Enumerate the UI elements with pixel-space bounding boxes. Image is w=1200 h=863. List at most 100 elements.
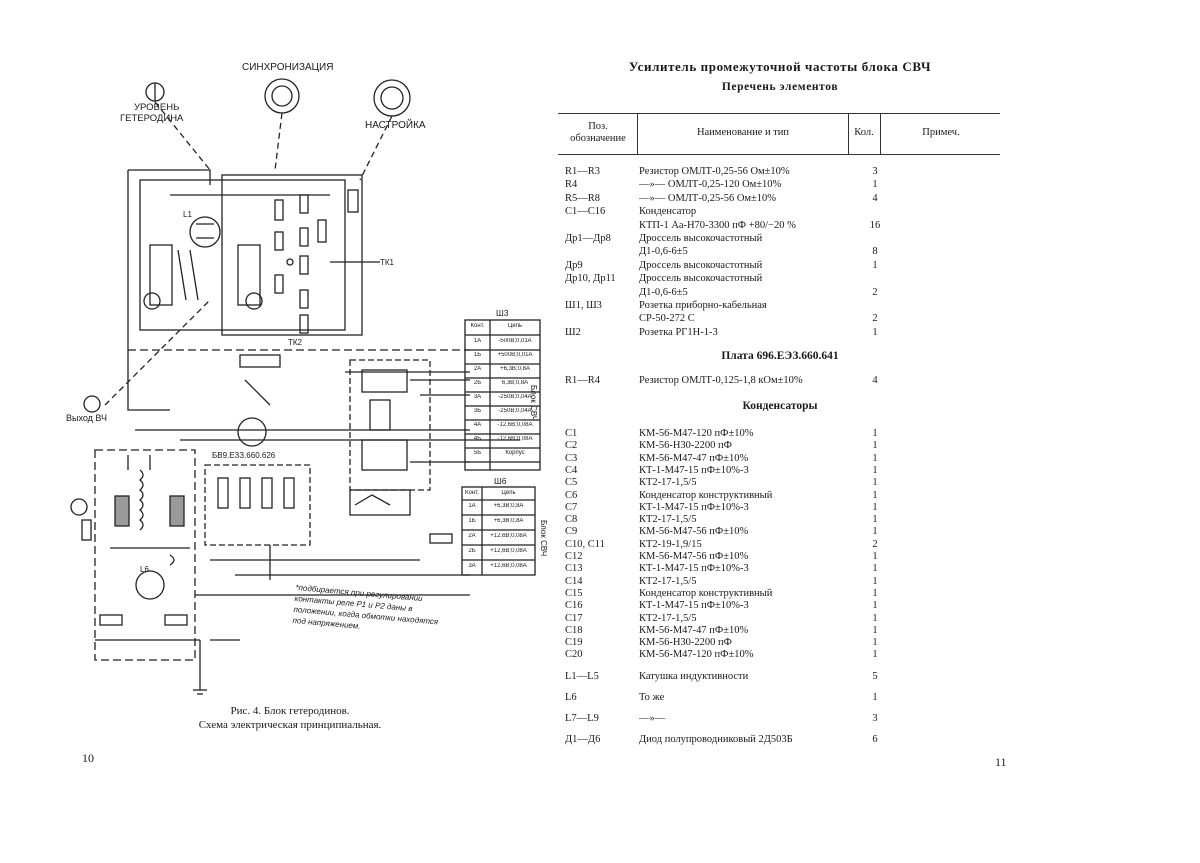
cell-name: КТ-1-М47-15 пФ±10%-3 [639, 599, 854, 612]
cell-name: СР-50-272 С [639, 312, 854, 325]
cell-qty: 1 [865, 612, 885, 625]
cell-name: Резистор ОМЛТ-0,25-56 Ом±10% [639, 165, 854, 178]
connector-cell: +12,6В;0,08А [482, 548, 535, 554]
table-row: R4—»— ОМЛТ-0,25-120 Ом±10%1 [565, 178, 1005, 192]
cell-position: C1 [565, 427, 639, 440]
cell-qty: 1 [865, 476, 885, 489]
sync-knob-icon [265, 79, 299, 113]
table-row: Д1-0,6-6±58 [565, 245, 1005, 259]
cell-position: L1—L5 [565, 670, 639, 683]
table-row: C20КМ-56-М47-120 пФ±10%1 [565, 648, 1005, 662]
cell-name: Конденсатор конструктивный [639, 587, 854, 600]
connector-cell: Корпус [490, 450, 540, 456]
section-caps-heading: Конденсаторы [560, 400, 1000, 412]
level-label-line2: ГЕТЕРОДИНА [120, 113, 183, 124]
page-subtitle: Перечень элементов [560, 81, 1000, 93]
tune-knob-icon [374, 80, 410, 116]
table-row: L7—L9—»—3 [565, 712, 1005, 726]
table-row: Ш1, Ш3Розетка приборно-кабельная [565, 299, 1005, 313]
cell-qty: 1 [865, 525, 885, 538]
cell-position: Др10, Др11 [565, 272, 639, 285]
table-row: L6То же1 [565, 691, 1005, 705]
cell-name: КМ-56-М47-47 пФ±10% [639, 452, 854, 465]
cell-position: Др9 [565, 259, 639, 272]
connector-cell: 1А [465, 338, 490, 344]
cell-qty: 1 [865, 259, 885, 272]
cell-qty: 1 [865, 427, 885, 440]
cell-position: C2 [565, 439, 639, 452]
rf-input-connector-icon [71, 499, 87, 515]
connector-cell: +500В;0,01А [490, 352, 540, 358]
cell-name: Конденсатор [639, 205, 854, 218]
cell-position: C10, C11 [565, 538, 639, 551]
cell-position: R5—R8 [565, 192, 639, 205]
output-label: Выход ВЧ [66, 413, 107, 423]
col-header-position-line2: обозначение [560, 133, 636, 145]
figure-caption-line2: Схема электрическая принципиальная. [125, 719, 455, 731]
cell-qty: 1 [865, 326, 885, 339]
block-svch-label-2: Блок СВЧ [539, 520, 548, 556]
connector-cell: -500В;0,01А [490, 338, 540, 344]
table-row: Ш2Розетка РГ1Н-1-31 [565, 326, 1005, 340]
table-row: C1—C16Конденсатор [565, 205, 1005, 219]
connector-cell: 3А [462, 563, 482, 569]
cell-name: Катушка индуктивности [639, 670, 854, 683]
tk1-label: ТК1 [380, 258, 394, 267]
cell-qty: 1 [865, 648, 885, 661]
cell-position: C17 [565, 612, 639, 625]
tune-label: НАСТРОЙКА [365, 120, 426, 131]
cell-qty: 1 [865, 587, 885, 600]
cell-position: C19 [565, 636, 639, 649]
connector-cell: +6,3В;0,8А [490, 366, 540, 372]
board-label: БВ9.ЕЗЗ.660.626 [212, 451, 275, 460]
connector-cell: +6,3В;0,8А [482, 503, 535, 509]
cell-position: C8 [565, 513, 639, 526]
connector-cell: 3Б [465, 408, 490, 414]
meter-u1-icon [144, 293, 160, 309]
cell-name: КМ-56-М47-47 пФ±10% [639, 624, 854, 637]
table-row: Др1—Др8Дроссель высокочастотный [565, 232, 1005, 246]
cell-qty: 4 [865, 192, 885, 205]
table-header-rule [558, 154, 1000, 155]
cell-position: C14 [565, 575, 639, 588]
connector-cell: 1Б [462, 518, 482, 524]
cell-qty: 1 [865, 178, 885, 191]
cell-position: L6 [565, 691, 639, 704]
table-row: Др10, Др11Дроссель высокочастотный [565, 272, 1005, 286]
cell-qty: 8 [865, 245, 885, 258]
cell-position: C3 [565, 452, 639, 465]
cell-position: C5 [565, 476, 639, 489]
cell-qty: 16 [865, 219, 885, 232]
tk2-label: ТК2 [288, 338, 302, 347]
cell-name: Розетка РГ1Н-1-3 [639, 326, 854, 339]
schematic-diagram [0, 0, 560, 863]
page-number-right: 11 [995, 755, 1007, 770]
cell-name: Д1-0,6-6±5 [639, 286, 854, 299]
connector-w6-table [462, 487, 535, 575]
cell-qty: 6 [865, 733, 885, 746]
level-label-line1: УРОВЕНЬ [134, 102, 179, 113]
cell-qty: 1 [865, 562, 885, 575]
cell-name: КМ-56-М47-120 пФ±10% [639, 648, 854, 661]
connector-cell: 2Б [465, 380, 490, 386]
cell-name: —»— ОМЛТ-0,25-56 Ом±10% [639, 192, 854, 205]
connector-cell: +6,3В;0,8А [482, 518, 535, 524]
cell-position: R1—R4 [565, 374, 639, 387]
cell-name: КТ2-17-1,5/5 [639, 513, 854, 526]
connector-cell: 2А [465, 366, 490, 372]
cell-name: Дроссель высокочастотный [639, 232, 854, 245]
cell-name: Дроссель высокочастотный [639, 272, 854, 285]
table-row: Др9Дроссель высокочастотный1 [565, 259, 1005, 273]
cell-qty: 2 [865, 286, 885, 299]
cell-position: C13 [565, 562, 639, 575]
cell-position: C7 [565, 501, 639, 514]
cell-name: КТ-1-М47-15 пФ±10%-3 [639, 562, 854, 575]
table-divider [637, 113, 638, 155]
cell-qty: 1 [865, 550, 885, 563]
cell-position: L7—L9 [565, 712, 639, 725]
output-connector-icon [84, 396, 100, 412]
cell-qty: 1 [865, 501, 885, 514]
cell-position: C6 [565, 489, 639, 502]
l1-label: L1 [183, 210, 192, 219]
cell-name: КТП-1 Аа-Н70-3300 пФ +80/−20 % [639, 219, 854, 232]
